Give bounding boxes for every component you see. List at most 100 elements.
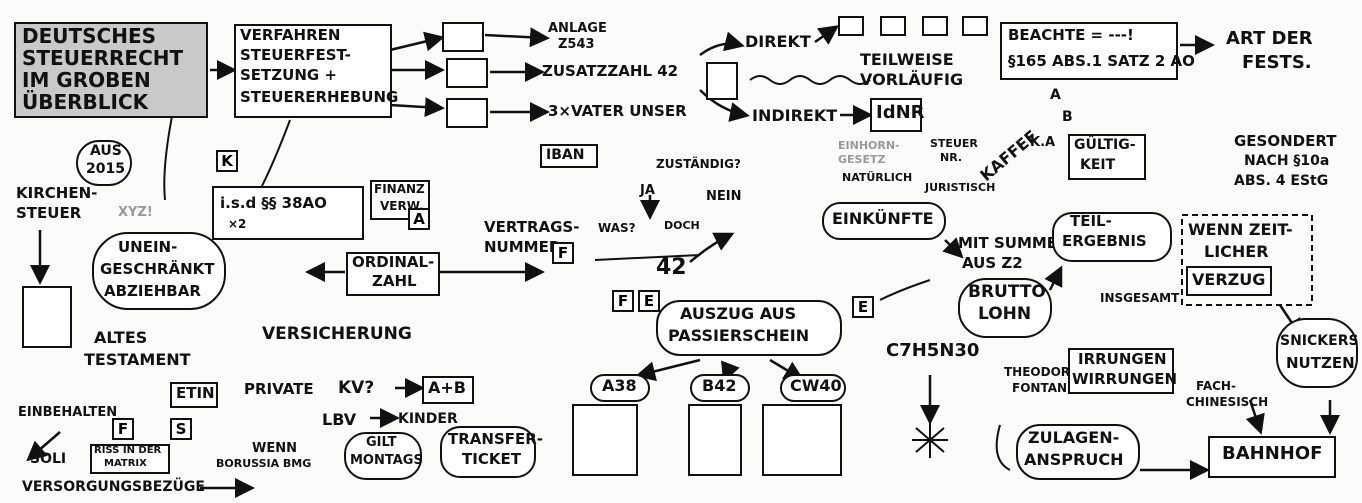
b42-cloud (690, 374, 750, 402)
label-zustaendig: ZUSTÄNDIG? (656, 157, 741, 171)
arrow-to-direkt (699, 31, 745, 57)
label-versorgung: VERSORGUNGSBEZÜGE (22, 479, 205, 495)
label-auszug: AUSZUG AUS (680, 304, 797, 323)
label-riss-1: RISS IN DER (94, 445, 162, 456)
label-insgesamt: INSGESAMT (1100, 291, 1180, 305)
aplusb-box (422, 376, 474, 404)
label-isd: i.s.d §§ 38AO (220, 194, 327, 212)
arrow-box-anlage (484, 27, 550, 48)
arrow-fach-bahnhof (1245, 399, 1265, 435)
label-transfer: TRANSFER- (448, 430, 544, 448)
ordinalzahl-box (346, 252, 440, 296)
testament-doc (22, 286, 72, 348)
label-vertrags-1: VERTRAGS- (484, 218, 580, 236)
tag-f-3: F (112, 418, 134, 440)
label-snickers: SNICKERS (1280, 333, 1359, 349)
tag-a: A (408, 208, 430, 230)
label-lbv: LBV (322, 410, 357, 429)
teilergebnis-cloud (1052, 212, 1172, 262)
title-line-4: ÜBERBLICK (22, 90, 149, 114)
arrow-proc-box1 (389, 31, 445, 52)
label-wirrungen: WIRRUNGEN (1072, 370, 1178, 388)
doc-box-3 (446, 98, 488, 128)
arrow-auszug-a38 (635, 358, 701, 382)
label-brutto: BRUTTO (968, 282, 1046, 302)
label-gesondert-1: GESONDERT (1234, 132, 1337, 150)
zulagen-cloud (1016, 424, 1140, 480)
doc-box-2 (446, 58, 488, 88)
direkt-box-3 (922, 16, 948, 36)
label-c7: C7H5N30 (886, 340, 980, 361)
label-nein: NEIN (706, 189, 742, 204)
label-kinder: KINDER (398, 411, 458, 427)
label-xyz: XYZ! (118, 205, 153, 220)
wavy-line (749, 75, 871, 85)
label-riss-2: MATRIX (104, 458, 147, 469)
label-irrungen: IRRUNGEN (1078, 350, 1167, 368)
label-iban: IBAN (546, 147, 585, 163)
arrow-einbehalten (26, 431, 61, 462)
etin-box (170, 382, 218, 408)
bruttolohn-cloud (958, 278, 1052, 338)
verzug-box (1186, 266, 1272, 296)
label-idnr: IdNR (876, 102, 925, 123)
label-b: B (1062, 109, 1073, 125)
einkuenfte-cloud (822, 202, 946, 240)
transferticket-cloud (440, 426, 536, 478)
label-einbehalten: EINBEHALTEN (18, 405, 118, 420)
label-natuerlich: NATÜRLICH (842, 171, 913, 184)
doc-b42 (688, 404, 742, 476)
label-b42: B42 (702, 376, 737, 395)
label-steuer: STEUER (930, 137, 978, 150)
label-aplusb: A+B (428, 378, 466, 397)
label-a: A (1050, 87, 1061, 103)
arrow-to-indirekt (699, 89, 750, 122)
label-einhorn: EINHORN- (838, 139, 900, 152)
label-anlage: ANLAGE (548, 21, 607, 36)
label-ka: K.A (1030, 135, 1056, 150)
procedure-box (234, 24, 392, 118)
label-gilt: GILT (366, 435, 397, 450)
label-unein-3: ABZIEHBAR (104, 282, 201, 300)
label-kirchen-2: STEUER (16, 204, 82, 222)
label-fontane: FONTANE (1012, 381, 1076, 395)
label-lohn: LOHN (978, 304, 1032, 324)
dashed-box (1181, 214, 1313, 306)
doc-box-1 (442, 22, 484, 52)
label-doch: DOCH (664, 219, 700, 232)
tag-k: K (216, 150, 238, 172)
label-ticket: TICKET (462, 450, 521, 468)
bahnhof-box (1208, 436, 1336, 478)
label-ja: JA (640, 183, 655, 198)
snickers-cloud (1276, 318, 1358, 388)
procedure-line-2: STEUERFEST- (240, 46, 351, 64)
label-versicherung: VERSICHERUNG (262, 324, 412, 344)
gueltigkeit-box (1068, 134, 1146, 180)
label-direkt: DIREKT (745, 32, 811, 51)
procedure-line-3: SETZUNG + (240, 66, 337, 84)
label-art: ART DER (1226, 28, 1313, 49)
label-kv: KV? (338, 378, 375, 398)
label-was: WAS? (598, 221, 636, 235)
label-paragraph: §165 ABS.1 SATZ 2 AO (1008, 52, 1195, 70)
arrow-42-up (689, 232, 735, 263)
tag-f-2: F (612, 290, 634, 312)
label-nutzen: NUTZEN (1286, 354, 1355, 372)
label-gesetz: GESETZ (838, 153, 886, 166)
label-wenn-1: WENN ZEIT- (1188, 220, 1293, 239)
label-ordinal-1: ORDINAL- (352, 253, 435, 271)
label-vater-unser: 3×VATER UNSER (548, 102, 687, 120)
gilt-montags-cloud (344, 432, 422, 480)
label-anspruch: ANSPRUCH (1024, 450, 1124, 469)
label-a38: A38 (602, 376, 637, 395)
procedure-line-4: STEUERERHEBUNG (240, 88, 399, 106)
label-vertrags-2: NUMMER (484, 238, 561, 256)
doc-a38 (572, 404, 638, 476)
arrow-proc-box3 (389, 97, 445, 118)
label-gueltig-1: GÜLTIG- (1074, 137, 1136, 153)
irrungen-box (1068, 348, 1174, 394)
a38-cloud (590, 374, 650, 402)
direkt-box-4 (962, 16, 988, 36)
